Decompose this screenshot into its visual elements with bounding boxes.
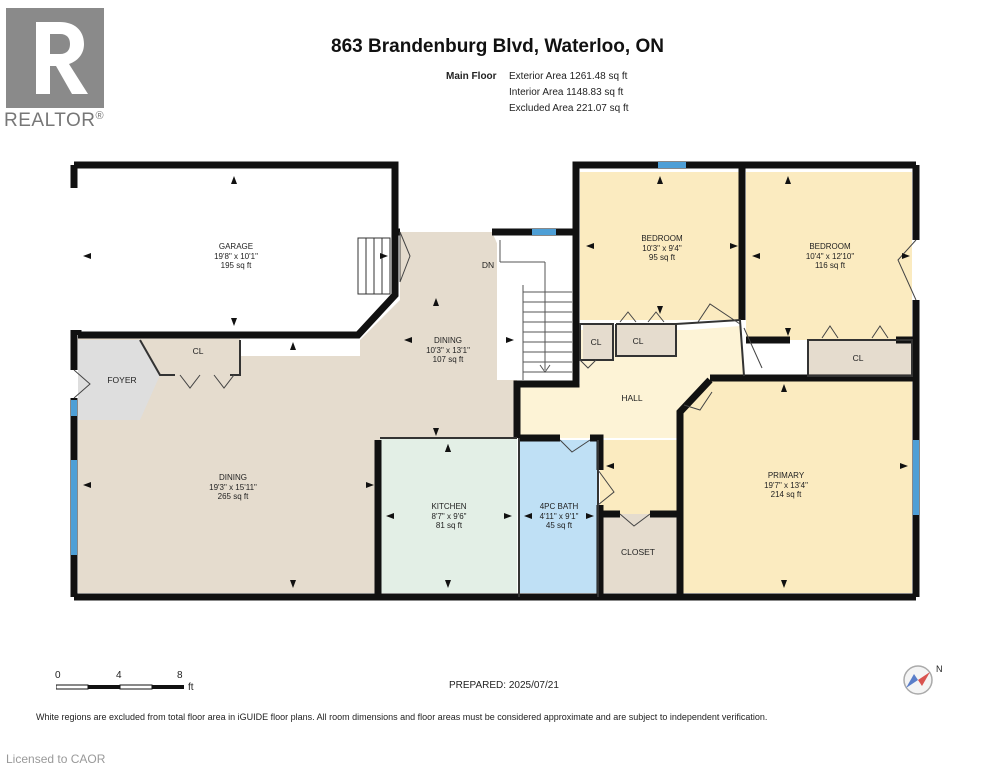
disclaimer: White regions are excluded from total fl… <box>36 712 768 722</box>
hall-closet2-fill <box>616 325 676 355</box>
scale-tick-8: 8 <box>177 670 183 681</box>
license-note: Licensed to CAOR <box>6 752 106 766</box>
hall-closet2-label: CL <box>632 336 644 346</box>
windows <box>71 162 919 555</box>
primary-fill <box>600 380 912 593</box>
realtor-logo <box>6 8 104 113</box>
page-title: 863 Brandenburg Blvd, Waterloo, ON <box>331 36 664 57</box>
scale-unit: ft <box>188 682 194 693</box>
bedroom2-closet-fill <box>808 340 912 376</box>
hall-fill <box>517 326 744 438</box>
thin-walls <box>139 318 913 597</box>
exterior-area: Exterior Area 1261.48 sq ft <box>509 71 628 82</box>
dimension-arrows <box>83 176 910 588</box>
stair-treads <box>499 240 572 380</box>
bedroom2-fill <box>746 172 912 340</box>
kitchen-fill <box>380 438 517 593</box>
realtor-wordmark: REALTOR® <box>4 110 105 131</box>
compass-icon: N <box>900 662 944 707</box>
dining-main-fill <box>78 232 517 593</box>
compass-north-label: N <box>936 664 943 674</box>
hall-closet1-fill <box>583 325 613 359</box>
foyer-closet-label: CL <box>192 346 204 356</box>
foyer-fill <box>78 340 160 420</box>
door-swings <box>73 231 917 527</box>
prepared-date: PREPARED: 2025/07/21 <box>449 680 559 691</box>
bedroom2-closet-label: CL <box>852 353 864 363</box>
bedroom1-fill <box>580 172 742 320</box>
closet-label: CLOSET <box>620 547 656 557</box>
hall-closet1-label: CL <box>590 337 602 347</box>
scale-tick-0: 0 <box>55 670 61 681</box>
scale-tick-4: 4 <box>116 670 122 681</box>
bath-fill <box>519 440 599 593</box>
garage-steps <box>357 237 391 295</box>
floor-name: Main Floor <box>446 71 497 82</box>
closet-fill <box>600 514 678 593</box>
excluded-area: Excluded Area 221.07 sq ft <box>509 103 629 114</box>
interior-area: Interior Area 1148.83 sq ft <box>509 87 624 98</box>
stairs-fill <box>497 238 575 380</box>
hall-label: HALL <box>621 393 643 403</box>
foyer-label: FOYER <box>107 375 137 385</box>
stairs-down-label: DN <box>481 260 495 270</box>
